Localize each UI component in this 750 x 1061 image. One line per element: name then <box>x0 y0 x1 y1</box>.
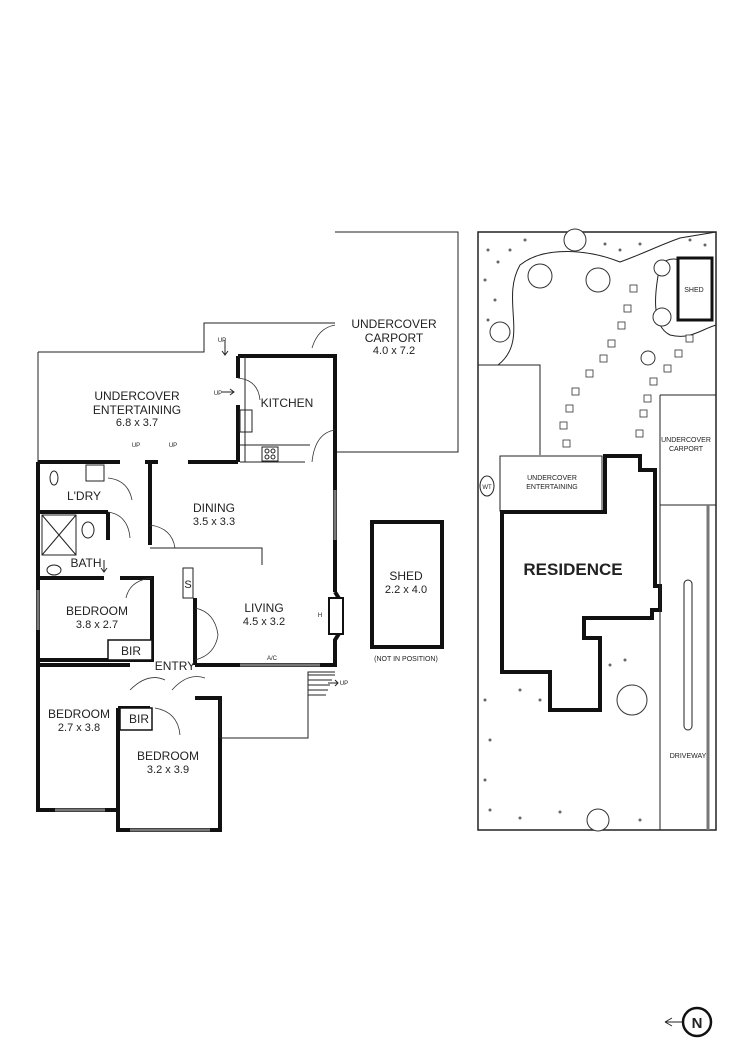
carport-label-1: UNDERCOVER <box>351 317 437 331</box>
tree-icon <box>489 228 672 832</box>
porch-outline <box>219 671 335 739</box>
kitchen-bench <box>240 356 310 463</box>
bir1-box <box>107 639 153 661</box>
bedroom1-walls <box>38 576 154 662</box>
site-entertaining-label-1: UNDERCOVER <box>527 475 577 482</box>
bedroom1-label: BEDROOM <box>66 604 128 618</box>
kitchen-door-arc <box>237 377 261 401</box>
kitchen-sink <box>239 409 253 433</box>
site-shed-label: SHED <box>684 287 703 294</box>
entry-door-arc-1 <box>129 677 166 691</box>
store-cupboard <box>182 567 194 599</box>
entertaining-dims: 6.8 x 3.7 <box>116 417 158 429</box>
entertaining-label-1: UNDERCOVER <box>94 389 180 403</box>
carport-outline <box>335 231 459 453</box>
site-carport-label-2: CARPORT <box>669 446 704 453</box>
laundry-label: L'DRY <box>67 489 101 503</box>
compass-letter: N <box>692 1015 703 1032</box>
water-tank-label: WT <box>482 485 492 491</box>
entry-label: ENTRY <box>155 659 195 673</box>
carport-door-arc <box>311 324 336 349</box>
laundry-toilet <box>49 470 59 486</box>
porch-steps <box>308 674 339 696</box>
entry-door-arc-2 <box>171 676 206 691</box>
up-label-2: UP <box>214 391 222 397</box>
carport-dims: 4.0 x 7.2 <box>373 345 415 357</box>
laundry-tub <box>85 464 105 482</box>
site-residence <box>500 454 662 712</box>
kitchen-wall <box>238 354 337 465</box>
up-label-5: UP <box>340 681 348 687</box>
entertaining-outline <box>38 322 335 353</box>
dining-label: DINING <box>193 501 235 515</box>
site-plan-labels: SHED UNDERCOVER CARPORT UNDERCOVER ENTER… <box>482 287 711 760</box>
carport-label-2: CARPORT <box>365 331 424 345</box>
garden-bed-curve-2 <box>655 258 717 337</box>
living-dims: 4.5 x 3.2 <box>243 616 285 628</box>
up-label-1: UP <box>218 338 226 344</box>
bedroom1-door-arc <box>125 577 153 599</box>
bedroom3-door-arc <box>154 707 181 736</box>
dining-dims: 3.5 x 3.3 <box>193 516 235 528</box>
floor-plan-drawing <box>36 231 459 832</box>
shed-dims: 2.2 x 4.0 <box>385 584 427 596</box>
bath-arrow <box>100 560 108 573</box>
bir1-label: BIR <box>121 644 141 658</box>
dining-door-arc-2 <box>149 524 176 549</box>
heater-label: H <box>318 613 322 619</box>
bedroom3-label: BEDROOM <box>137 749 199 763</box>
aircon-label: A/C <box>267 656 278 662</box>
fence-line-1 <box>478 364 541 455</box>
hall-line <box>150 547 263 565</box>
living-door-arc-2 <box>194 634 219 661</box>
site-carport-label-1: UNDERCOVER <box>661 437 711 444</box>
kitchen-label: KITCHEN <box>261 396 314 410</box>
shed-label: SHED <box>389 569 423 583</box>
shed-note: (NOT IN POSITION) <box>374 656 438 663</box>
dining-door-arc <box>311 429 336 463</box>
entertaining-label-2: ENTERTAINING <box>93 403 181 417</box>
stepping-stones <box>559 284 694 448</box>
fireplace <box>328 597 344 635</box>
bedroom3-walls <box>116 696 222 832</box>
up-label-4: UP <box>169 443 177 449</box>
driveway-strip <box>683 579 693 731</box>
basin <box>46 564 62 576</box>
bedroom2-dims: 2.7 x 3.8 <box>58 722 100 734</box>
residence-label: RESIDENCE <box>523 560 622 579</box>
bir2-label: BIR <box>129 712 149 726</box>
up-arrow-2 <box>222 388 235 396</box>
site-entertaining-label-2: ENTERTAINING <box>526 484 577 491</box>
garden-bed-curve <box>497 231 717 366</box>
shed-outline <box>370 520 444 649</box>
driveway-label: DRIVEWAY <box>670 753 707 760</box>
bedroom3-dims: 3.2 x 3.9 <box>147 764 189 776</box>
living-door-arc-1 <box>194 607 219 636</box>
site-plan <box>477 228 717 832</box>
bath-door-arc <box>107 511 131 539</box>
bedroom1-dims: 3.8 x 2.7 <box>76 619 118 631</box>
water-tank <box>479 475 495 497</box>
floor-plan-labels: UNDERCOVER CARPORT 4.0 x 7.2 UNDERCOVER … <box>48 317 438 776</box>
shower <box>41 514 77 556</box>
toilet <box>81 521 95 539</box>
up-label-3: UP <box>132 443 140 449</box>
site-shed <box>676 256 714 322</box>
bath-label: BATH <box>70 556 101 570</box>
laundry-door-arc <box>107 477 133 501</box>
up-arrow-1 <box>221 340 229 356</box>
shower-cross <box>41 514 77 556</box>
north-arrow-icon: N <box>664 1006 713 1038</box>
living-label: LIVING <box>244 601 283 615</box>
garden-shrubs <box>483 238 707 822</box>
kitchen-cooktop <box>261 446 279 462</box>
bir2-box <box>119 707 153 731</box>
store-label: S <box>184 579 191 591</box>
bedroom2-label: BEDROOM <box>48 707 110 721</box>
